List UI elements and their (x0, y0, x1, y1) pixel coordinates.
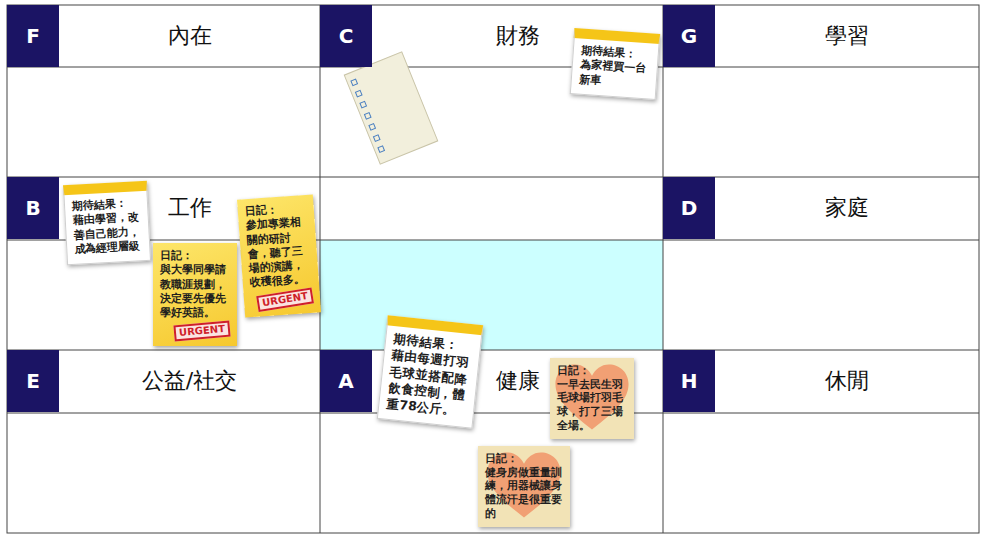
note-heading: 日記： (485, 452, 563, 466)
cell-letter-badge: D (663, 177, 715, 239)
note-body: 藉由學習，改善自己能力，成為經理層級 (72, 211, 142, 257)
notepad-ring (360, 101, 367, 108)
category-cell: B工作期待結果：藉由學習，改善自己能力，成為經理層級日記：參加專業相關的研討會，… (7, 177, 320, 350)
note-heading: 日記： (160, 249, 230, 263)
cell-title: 學習 (715, 5, 979, 67)
cell-letter-badge: B (7, 177, 59, 239)
cell-title: 家庭 (715, 177, 979, 239)
grid-frame (7, 5, 979, 533)
cell-letter-badge: H (663, 350, 715, 412)
category-cell: C財務期待結果：為家裡買一台新車 (320, 5, 663, 177)
goal-sticky-note: 期待結果：為家裡買一台新車 (570, 28, 660, 100)
note-body: 藉由每週打羽毛球並搭配降飲食控制，體重78公斤。 (386, 347, 472, 420)
notepad-ring (355, 90, 362, 97)
urgent-stamp: URGENT (256, 287, 314, 312)
cell-letter-badge: E (7, 350, 59, 412)
notepad-ring (351, 79, 358, 86)
note-body: 為家裡買一台新車 (578, 58, 650, 91)
notepad-ring (378, 146, 385, 153)
note-body: 與大學同學請教職涯規劃，決定要先優先學好英語。 (160, 263, 230, 320)
notepad-ring (369, 124, 376, 131)
cell-title: 內在 (59, 5, 320, 67)
cell-letter-badge: A (320, 350, 372, 412)
category-cell: G學習 (663, 5, 979, 177)
header-line (7, 413, 979, 414)
grid-line (663, 5, 664, 533)
cell-title: 公益/社交 (59, 350, 320, 412)
header-line (7, 67, 979, 68)
diary-sticky-note: 日記：健身房做重量訓練，用器械讓身體流汗是很重要的 (478, 446, 570, 527)
cell-letter-badge: G (663, 5, 715, 67)
notepad-paper (344, 52, 437, 164)
category-cell: D家庭 (663, 177, 979, 350)
cell-letter-badge: F (7, 5, 59, 67)
diary-sticky-note: 日記：一早去民生羽毛球場打羽毛球，打了三場全場。 (550, 358, 634, 439)
notepad-ring (364, 113, 371, 120)
goal-sticky-note: 期待結果：藉由每週打羽毛球並搭配降飲食控制，體重78公斤。 (377, 315, 483, 429)
cell-title: 休閒 (715, 350, 979, 412)
diary-sticky-note: 日記：參加專業相關的研討會，聽了三場的演講，收穫很多。URGENT (237, 194, 321, 317)
category-cell: F內在 (7, 5, 320, 177)
cell-letter-badge: C (320, 5, 372, 67)
grid-line (7, 350, 979, 351)
center-cell-fill (320, 240, 663, 350)
category-cell: E公益/社交 (7, 350, 320, 533)
grid-line (320, 5, 321, 533)
category-cell: H休閒 (663, 350, 979, 533)
note-body: 一早去民生羽毛球場打羽毛球，打了三場全場。 (557, 378, 627, 433)
note-body: 健身房做重量訓練，用器械讓身體流汗是很重要的 (485, 466, 563, 521)
diary-sticky-note: 日記：與大學同學請教職涯規劃，決定要先優先學好英語。URGENT (153, 243, 237, 346)
blank-notepad (344, 52, 437, 164)
header-line (7, 240, 979, 241)
grid-line (7, 177, 979, 178)
note-heading: 日記： (557, 364, 627, 378)
category-cell: A健康期待結果：藉由每週打羽毛球並搭配降飲食控制，體重78公斤。日記：一早去民生… (320, 350, 663, 533)
urgent-stamp: URGENT (173, 321, 230, 342)
goal-sticky-note: 期待結果：藉由學習，改善自己能力，成為經理層級 (63, 181, 151, 265)
note-body: 參加專業相關的研討會，聽了三場的演講，收穫很多。 (245, 215, 312, 291)
notepad-ring (373, 135, 380, 142)
